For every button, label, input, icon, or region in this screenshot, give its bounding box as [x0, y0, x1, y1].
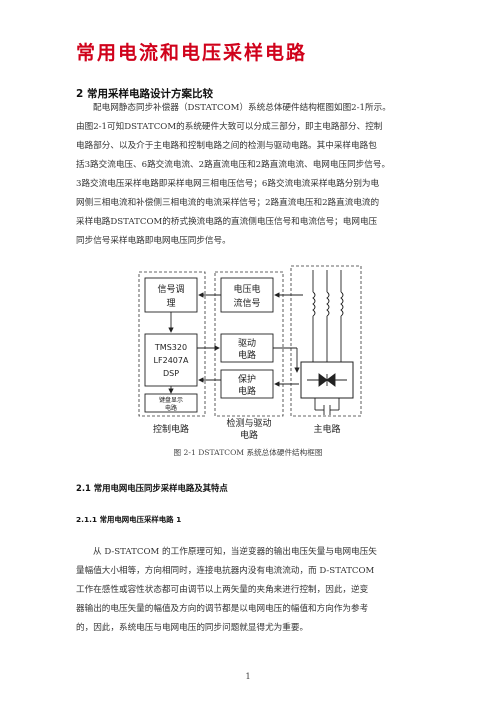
detect-drive-group [214, 271, 284, 417]
label-detect-drive-2: 电路 [240, 429, 258, 441]
inductor-c [340, 291, 344, 317]
signal-conditioning-box [144, 277, 198, 313]
label-main-circuit: 主电路 [313, 423, 340, 435]
para1-line-2: 由图2-1可知DSTATCOM的系统硬件大致可以分成三部分，即主电路部分、控制 [76, 122, 383, 132]
para2-line-5: 的，因此，系统电压与电网电压的同步问题就显得尤为重要。 [76, 623, 309, 633]
para1-line-5: 3路交流电压采样电路即采样电网三相电压信号；6路交流电流采样电路分别为电 [76, 179, 380, 189]
dstatcom-block-diagram: 信号调 理 TMS320 LF2407A DSP 键盘显示 电路 电压电 流信号… [138, 265, 362, 441]
paragraph-1: 配电网静态同步补偿器（DSTATCOM）系统总体硬件结构框图如图2-1所示。 由… [76, 99, 424, 251]
para1-line-3: 电路部分、以及介于主电路和控制电路之间的检测与驱动电路。其中采样电路包 [76, 141, 377, 151]
control-circuit-group [138, 271, 206, 417]
paragraph-2: 从 D-STATCOM 的工作原理可知，当逆变器的输出电压矢量与电网电压矢 量幅… [76, 543, 424, 638]
para1-line-4: 括3路交流电压、6路交流电流、2路直流电压和2路直流电流、电网电压同步信号。 [76, 160, 391, 170]
para1-line-7: 采样电路DSTATCOM的桥式换流电路的直流侧电压信号和电流信号；电网电压 [76, 217, 378, 227]
page-title: 常用电流和电压采样电路 [76, 42, 308, 64]
vi-signal-text-1: 电压电 [233, 283, 260, 295]
para1-line-6: 网侧三相电流和补偿侧三相电流的电流采样信号；2路直流电压和2路直流电流的 [76, 198, 380, 208]
protect-text-2: 电路 [238, 385, 256, 397]
para1-line-1: 配电网静态同步补偿器（DSTATCOM）系统总体硬件结构框图如图2-1所示。 [93, 103, 391, 113]
keyboard-display-box [144, 393, 198, 413]
para2-line-1: 从 D-STATCOM 的工作原理可知，当逆变器的输出电压矢量与电网电压矢 [93, 547, 377, 557]
label-control-circuit: 控制电路 [153, 423, 189, 435]
main-circuit-group [290, 265, 362, 417]
vi-signal-text-2: 流信号 [233, 297, 260, 309]
dsp-text-1: TMS320 [154, 343, 187, 352]
figure-caption: 图 2-1 DSTATCOM 系统总体硬件结构框图 [173, 448, 323, 457]
drive-text-2: 电路 [238, 349, 256, 361]
protect-box [220, 369, 274, 399]
keyboard-text-1: 键盘显示 [159, 396, 183, 404]
signal-cond-text-1: 信号调 [157, 283, 184, 295]
drive-text-1: 驱动 [238, 338, 256, 349]
para2-line-2: 量幅值大小相等，方向相同时，连接电抗器内没有电流流动，而 D-STATCOM [76, 566, 375, 576]
inductor-a [312, 291, 316, 317]
page-number: 1 [245, 672, 251, 681]
protect-text-1: 保护 [238, 373, 256, 385]
three-phase-lines [312, 270, 344, 362]
para2-line-3: 工作在感性或容性状态都可由调节以上两矢量的夹角来进行控制，因此，逆变 [76, 585, 369, 595]
dsp-text-3: DSP [163, 369, 179, 378]
para1-line-8: 同步信号采样电路即电网电压同步信号。 [76, 236, 231, 246]
label-detect-drive-1: 检测与驱动 [226, 417, 271, 429]
signal-cond-text-2: 理 [166, 298, 175, 309]
dc-capacitor [314, 398, 340, 415]
thyristor-symbol [307, 373, 347, 387]
dsp-text-2: LF2407A [154, 356, 189, 365]
section-2-1-1-heading: 2.1.1 常用电网电压采样电路 1 [76, 515, 182, 524]
keyboard-text-2: 电路 [165, 404, 177, 412]
inductor-b [326, 291, 330, 317]
section-2-1-heading: 2.1 常用电网电压同步采样电路及其特点 [76, 483, 228, 493]
para2-line-4: 器输出的电压矢量的幅值及方向的调节都是以电网电压的幅值和方向作为参考 [76, 604, 369, 614]
section-2-heading: 2 常用采样电路设计方案比较 [76, 88, 213, 100]
